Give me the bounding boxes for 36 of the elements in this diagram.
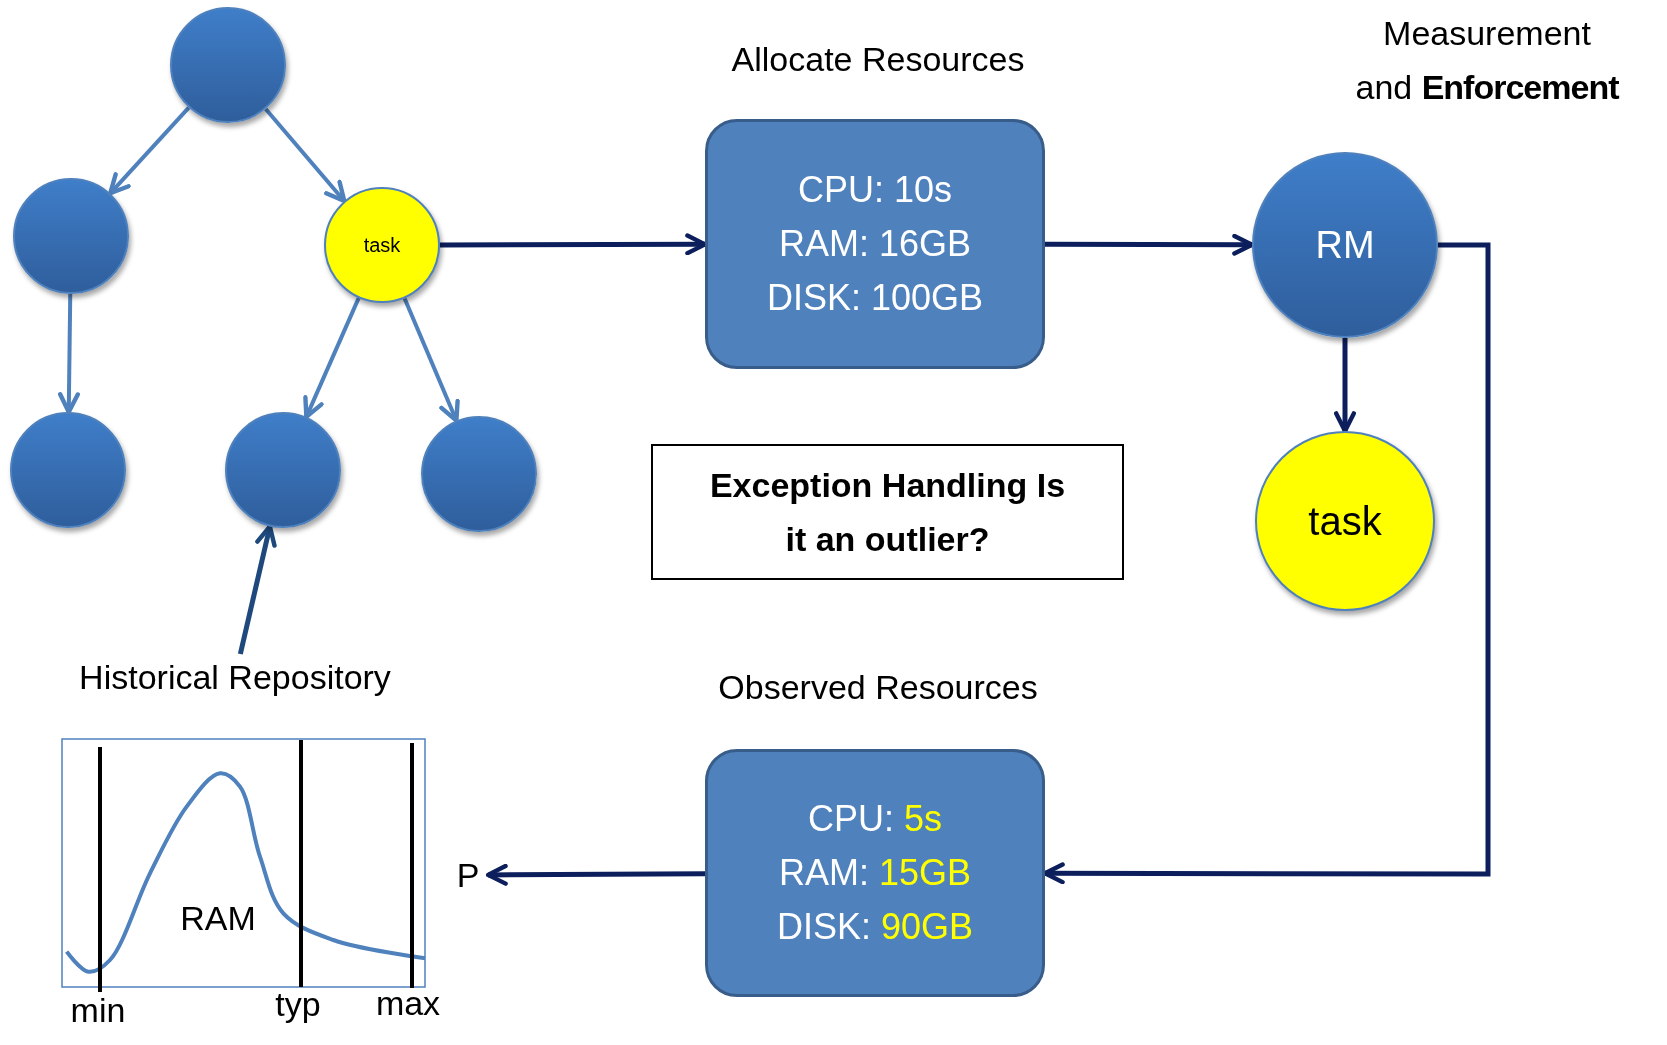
- note-text: Exception Handling Is it an outlier?: [708, 464, 1067, 560]
- resource-value: 90GB: [881, 906, 974, 947]
- arrow: [303, 297, 361, 420]
- node-label: task: [1308, 498, 1382, 544]
- resource-line: CPU: 10s: [797, 168, 953, 212]
- arrow: [57, 293, 80, 415]
- resource-name: RAM:: [778, 852, 869, 893]
- axis-label: typ: [275, 987, 321, 1021]
- arrow: [264, 107, 347, 204]
- axis-label: min: [70, 993, 126, 1027]
- resource-name: CPU:: [807, 798, 894, 839]
- task-circle: [324, 187, 440, 303]
- arrow: [1042, 242, 1491, 885]
- arrow: [402, 297, 460, 423]
- node-label: task: [363, 233, 401, 257]
- chart-label: RAM: [180, 901, 256, 935]
- resource-value: 5s: [904, 798, 943, 839]
- axis-label: max: [375, 986, 441, 1020]
- node-label: P: [456, 855, 480, 895]
- note-box: [651, 444, 1124, 580]
- resource-value: 15GB: [878, 852, 972, 893]
- heading: Observed Resources: [717, 667, 1039, 708]
- heading: Measurement and Enforcement: [1354, 13, 1620, 109]
- node-label: Historical Repository: [79, 657, 391, 697]
- arrow: [485, 863, 705, 886]
- node-circle: [13, 178, 129, 294]
- arrow: [440, 233, 708, 256]
- arrow: [1045, 233, 1255, 256]
- resource-line: RAM: 16GB: [778, 222, 972, 266]
- heading: Allocate Resources: [730, 39, 1026, 80]
- resource-line: DISK: 100GB: [766, 276, 984, 320]
- arrow: [1334, 338, 1356, 434]
- node-label: RM: [1315, 223, 1375, 267]
- arrow: [237, 524, 277, 655]
- resource-name: DISK:: [776, 906, 871, 947]
- arrow: [108, 106, 191, 196]
